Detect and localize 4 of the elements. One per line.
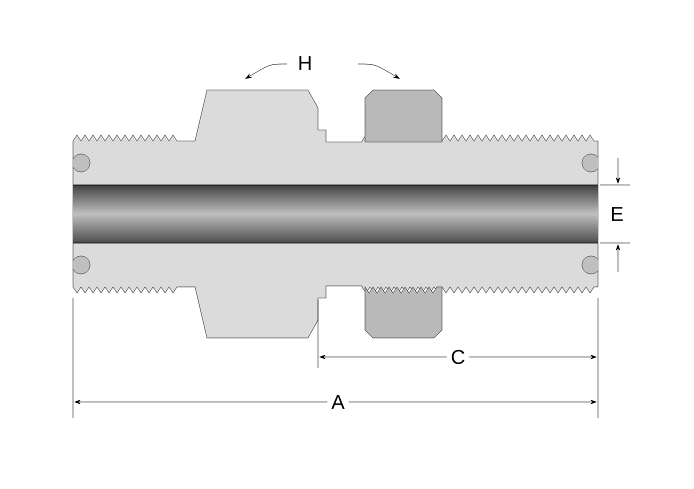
dimension-label: E xyxy=(606,203,628,225)
dimension-label: H xyxy=(294,52,316,74)
dimension-label: A xyxy=(327,391,349,413)
dimension-label: C xyxy=(446,346,470,368)
